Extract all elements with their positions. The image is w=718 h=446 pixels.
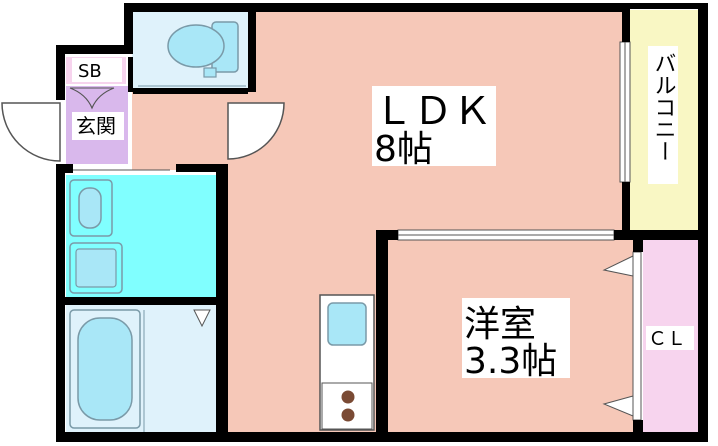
ldk-size: 8帖 <box>374 129 433 170</box>
shoe-box-label: SB <box>78 61 102 82</box>
entrance-door <box>1 102 61 162</box>
balcony-label: バルコニー <box>651 52 676 162</box>
closet-label: ＣＬ <box>648 328 686 350</box>
entrance-label: 玄関 <box>76 114 116 138</box>
western-room-name: 洋室 <box>464 304 536 345</box>
ldk-name: ＬＤＫ <box>374 89 492 133</box>
washbasin-icon <box>69 179 113 237</box>
walls <box>56 3 708 442</box>
bathtub-icon <box>69 309 211 432</box>
ldk-door <box>227 102 285 160</box>
washing-machine-pan-icon <box>69 242 123 294</box>
western-room-sliding-door <box>397 229 615 241</box>
balcony-window <box>619 41 631 183</box>
toilet-icon <box>167 21 239 78</box>
stove-icon <box>321 382 373 430</box>
western-room-size: 3.3帖 <box>464 341 557 382</box>
